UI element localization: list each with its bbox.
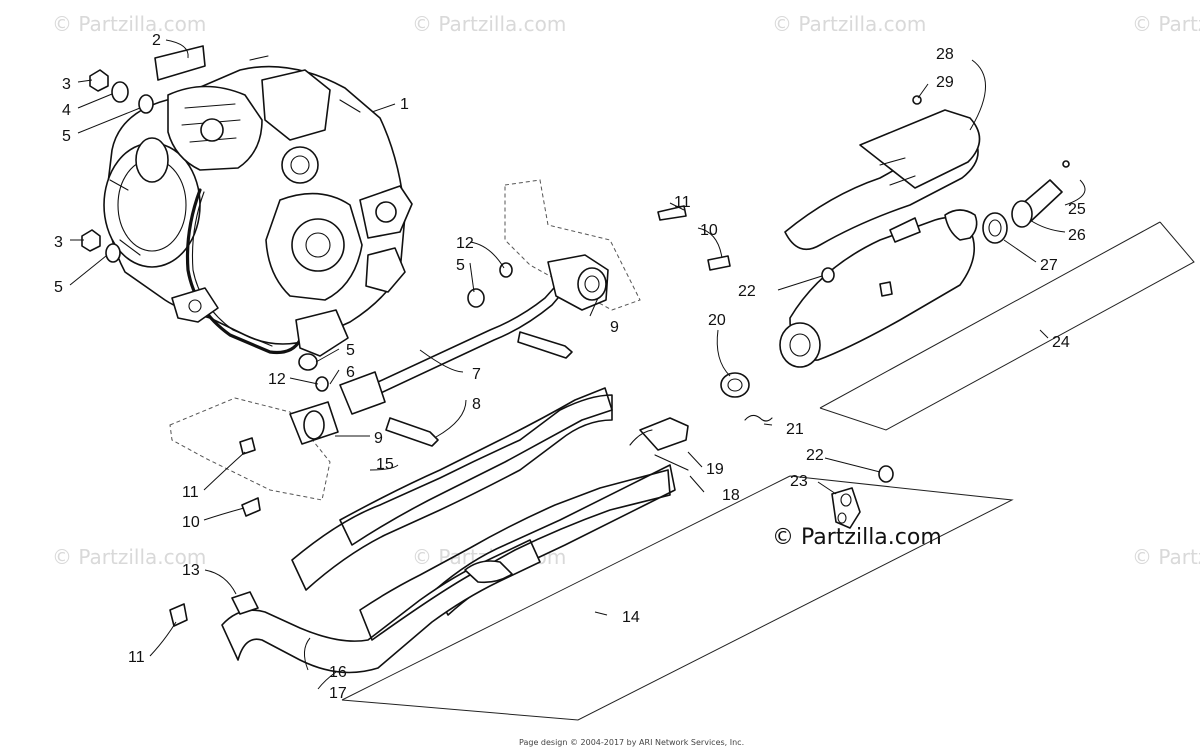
callout-29: 29 bbox=[936, 74, 954, 91]
callout-2: 2 bbox=[152, 32, 161, 49]
callout-15: 15 bbox=[376, 456, 394, 473]
callout-21: 21 bbox=[786, 421, 804, 438]
callout-9a: 9 bbox=[610, 319, 619, 336]
callout-20: 20 bbox=[708, 312, 726, 329]
callout-25: 25 bbox=[1068, 201, 1086, 218]
callout-11a: 11 bbox=[674, 194, 691, 211]
callout-12b: 12 bbox=[268, 371, 286, 388]
watermark-2: © Partzilla.com bbox=[412, 12, 567, 36]
callout-23: 23 bbox=[790, 473, 808, 490]
engine-small-parts bbox=[81, 69, 154, 263]
muffler-assembly bbox=[720, 209, 978, 422]
heat-shield bbox=[784, 95, 981, 251]
callout-16: 16 bbox=[329, 664, 347, 681]
watermark-1: © Partzilla.com bbox=[52, 12, 207, 36]
callout-5c: 5 bbox=[456, 257, 465, 274]
callout-22b: 22 bbox=[806, 447, 824, 464]
partzilla-credit: © Partzilla.com bbox=[772, 525, 942, 550]
callout-1: 1 bbox=[400, 96, 409, 113]
muffler-bracket bbox=[831, 465, 894, 529]
hanger-rod bbox=[169, 205, 731, 627]
callout-26: 26 bbox=[1068, 227, 1086, 244]
frame-bracket-upper bbox=[504, 179, 641, 311]
callout-14: 14 bbox=[622, 609, 640, 626]
leader-lines bbox=[69, 39, 1086, 690]
callout-12a: 12 bbox=[456, 235, 474, 252]
callout-5b: 5 bbox=[54, 279, 63, 296]
watermark-7: © Partzilla.com bbox=[1132, 545, 1200, 569]
callout-22a: 22 bbox=[738, 283, 756, 300]
callout-6: 6 bbox=[346, 364, 355, 381]
callout-labels: 1 2 3 4 5 3 5 5 12 5 6 12 7 8 9 15 11 10… bbox=[54, 32, 1086, 702]
callout-19: 19 bbox=[706, 461, 724, 478]
assembly-bracket-24 bbox=[819, 221, 1195, 431]
watermark-5: © Partzilla.com bbox=[52, 545, 207, 569]
callout-18: 18 bbox=[722, 487, 740, 504]
callout-17: 17 bbox=[329, 685, 347, 702]
page-footer: Page design © 2004-2017 by ARI Network S… bbox=[519, 738, 745, 747]
callout-3b: 3 bbox=[54, 234, 63, 251]
callout-5d: 5 bbox=[346, 342, 355, 359]
callout-27: 27 bbox=[1040, 257, 1058, 274]
callout-11c: 11 bbox=[128, 649, 145, 666]
callout-8: 8 bbox=[472, 396, 481, 413]
callout-9b: 9 bbox=[374, 430, 383, 447]
engine-assembly bbox=[103, 55, 413, 357]
callout-11b: 11 bbox=[182, 484, 199, 501]
callout-5a: 5 bbox=[62, 128, 71, 145]
callout-3a: 3 bbox=[62, 76, 71, 93]
callout-4: 4 bbox=[62, 102, 71, 119]
watermark-4: © Partzilla.com bbox=[1132, 12, 1200, 36]
header-pipes bbox=[221, 387, 689, 674]
callout-7: 7 bbox=[472, 366, 481, 383]
callout-13: 13 bbox=[182, 562, 200, 579]
assembly-bracket-14 bbox=[341, 475, 1014, 721]
callout-28: 28 bbox=[936, 46, 954, 63]
decal-2 bbox=[154, 45, 206, 81]
callout-10a: 10 bbox=[700, 222, 718, 239]
callout-10b: 10 bbox=[182, 514, 200, 531]
spark-arrestor bbox=[982, 160, 1070, 244]
watermark-3: © Partzilla.com bbox=[772, 12, 927, 36]
frame-bracket-lower bbox=[169, 397, 331, 501]
callout-24: 24 bbox=[1052, 334, 1070, 351]
